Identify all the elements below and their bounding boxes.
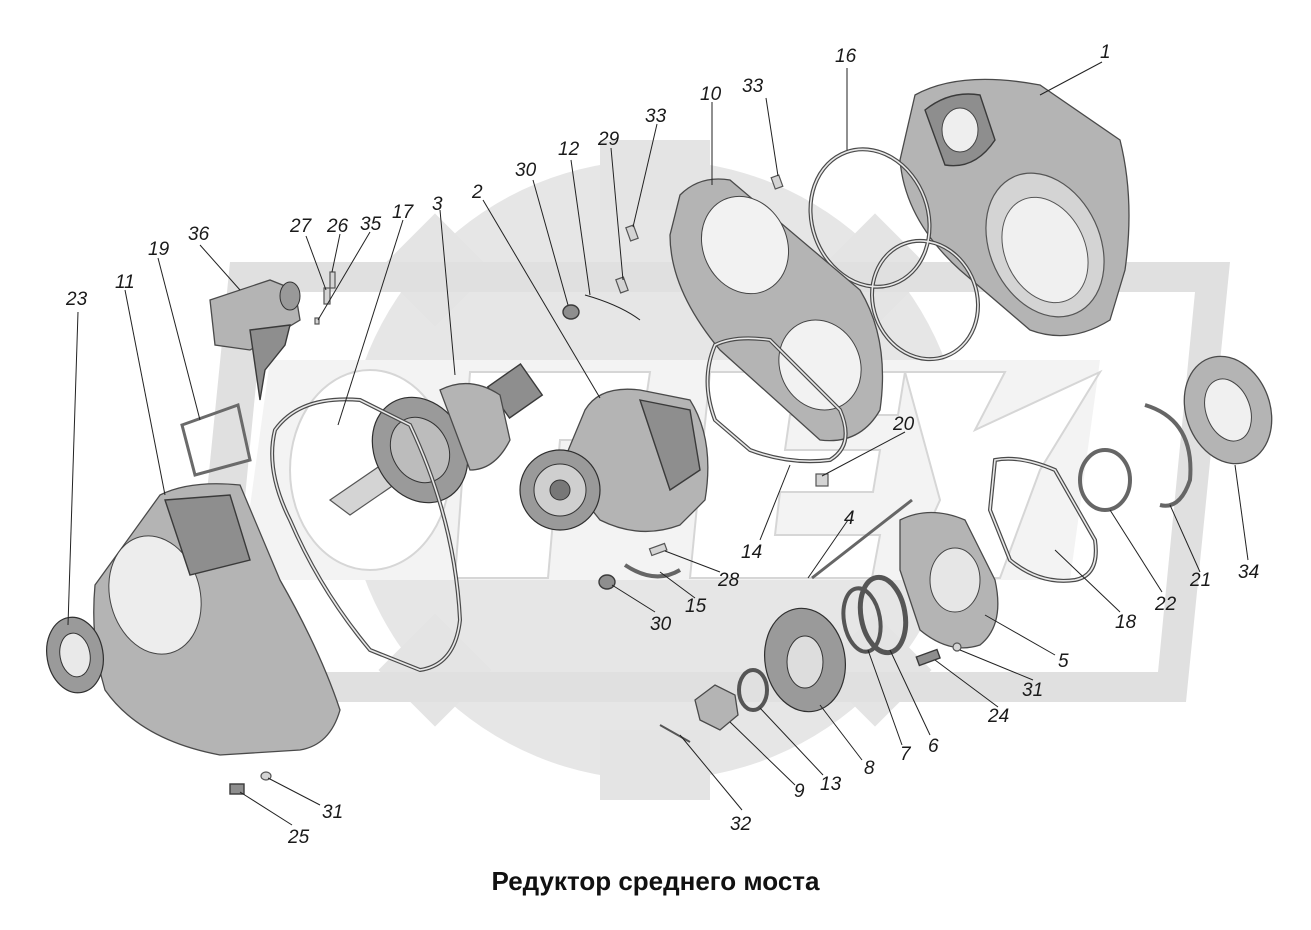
part-8-flange xyxy=(763,607,847,713)
callout-1: 1 xyxy=(1100,42,1111,63)
part-4-pin xyxy=(811,498,913,580)
callout-25: 25 xyxy=(287,827,310,848)
callout-11: 11 xyxy=(115,272,135,293)
callout-7: 7 xyxy=(900,744,912,765)
part-11-cover xyxy=(93,483,341,756)
callout-18: 18 xyxy=(1115,612,1137,633)
callout-23: 23 xyxy=(65,289,88,310)
callout-3: 3 xyxy=(432,194,443,215)
callout-34: 34 xyxy=(1238,562,1259,583)
callout-32: 32 xyxy=(730,814,752,835)
callout-33-right: 33 xyxy=(742,76,764,97)
callout-30-top: 30 xyxy=(515,160,537,181)
part-5-bearing-cover xyxy=(899,511,999,649)
callout-8: 8 xyxy=(864,758,875,779)
callout-16: 16 xyxy=(835,46,857,67)
part-10-plate xyxy=(669,178,884,442)
callout-12: 12 xyxy=(558,139,580,160)
diagram-title: Редуктор среднего моста xyxy=(491,866,820,896)
callout-29: 29 xyxy=(597,129,620,150)
bolts-right xyxy=(915,642,962,667)
callout-15: 15 xyxy=(685,596,707,617)
part-23-gear-ring xyxy=(46,616,104,694)
callout-26: 26 xyxy=(326,216,349,237)
part-34-bearing xyxy=(1183,355,1273,465)
callout-13: 13 xyxy=(820,774,842,795)
callout-2: 2 xyxy=(471,182,483,203)
callout-24: 24 xyxy=(987,706,1009,727)
part-21-22-snap-rings xyxy=(1078,403,1193,512)
part-6-7-rings xyxy=(841,574,909,656)
callout-31-left: 31 xyxy=(322,802,343,823)
callout-30-bottom: 30 xyxy=(650,614,672,635)
part-17-gasket xyxy=(270,397,463,673)
callouts: 1 2 3 4 5 6 7 8 9 10 11 12 13 14 15 16 1… xyxy=(65,42,1259,848)
part-19-gasket xyxy=(180,403,252,477)
callout-5: 5 xyxy=(1058,651,1069,672)
part-36-actuator xyxy=(209,279,301,401)
callout-10: 10 xyxy=(700,84,722,105)
part-14-gasket xyxy=(705,336,848,464)
part-9-13-nut-washer xyxy=(659,668,769,743)
callout-20: 20 xyxy=(892,414,915,435)
small-parts xyxy=(229,174,829,795)
leader-lines xyxy=(67,61,1249,826)
callout-21: 21 xyxy=(1189,570,1211,591)
callout-6: 6 xyxy=(928,736,939,757)
callout-28: 28 xyxy=(717,570,740,591)
callout-14: 14 xyxy=(741,542,762,563)
callout-31-right: 31 xyxy=(1022,680,1043,701)
callout-17: 17 xyxy=(392,202,415,223)
callout-22: 22 xyxy=(1154,594,1177,615)
callout-35: 35 xyxy=(360,214,382,235)
callout-33-left: 33 xyxy=(645,106,667,127)
callout-9: 9 xyxy=(794,781,805,802)
part-1-housing xyxy=(899,78,1130,337)
part-16-gasket xyxy=(808,147,980,362)
callout-36: 36 xyxy=(188,224,210,245)
callout-4: 4 xyxy=(844,508,855,529)
callout-19: 19 xyxy=(148,239,170,260)
part-18-gasket xyxy=(987,456,1098,583)
callout-27: 27 xyxy=(289,216,313,237)
part-2-differential xyxy=(519,388,709,533)
